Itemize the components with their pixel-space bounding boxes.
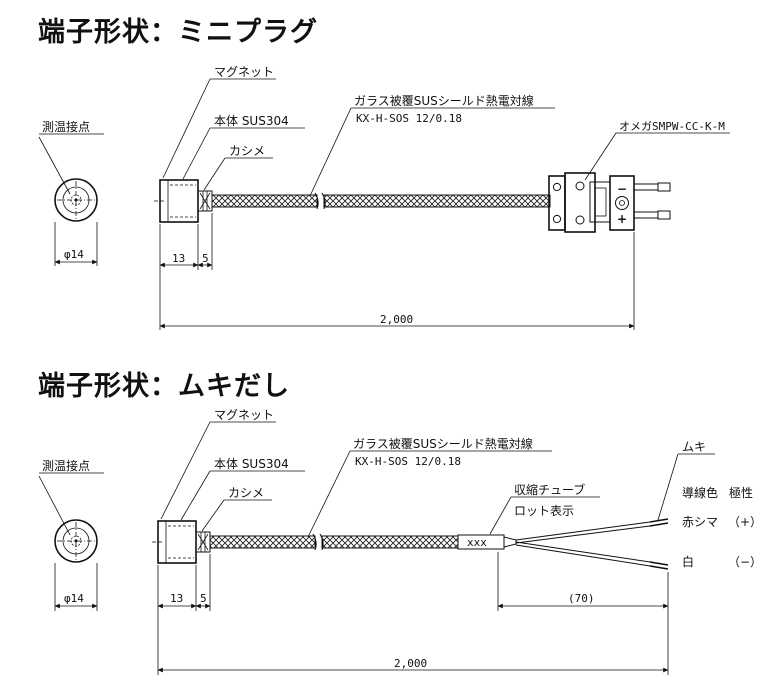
end-view-circle-2 <box>54 519 98 563</box>
cable-braid-1a <box>211 194 318 208</box>
connector-plus-sign: + <box>617 212 627 226</box>
dim-crimp-1: 5 <box>202 252 209 265</box>
label-lot: ロット表示 <box>514 504 574 518</box>
shrink-tube <box>457 534 505 550</box>
section1-drawing: 測温接点 φ14 <box>38 65 730 330</box>
section2-drawing: 測温接点 φ14 xxx <box>38 408 762 675</box>
label-magnet-2: マグネット <box>214 408 274 422</box>
leader-sensing-2 <box>38 475 71 536</box>
leader-body-1 <box>182 127 211 180</box>
label-body-1: 本体 SUS304 <box>214 114 289 128</box>
leader-tube <box>489 496 512 535</box>
leader-sensing-1 <box>38 136 71 195</box>
wire2-polarity: （−） <box>728 555 762 569</box>
label-sensing-point-1: 測温接点 <box>42 119 90 134</box>
leader-connector <box>584 132 617 181</box>
cable-braid-2a <box>209 535 316 549</box>
omega-connector: − + <box>548 172 671 233</box>
dim-diameter-2: φ14 <box>64 592 84 605</box>
section1-title: 端子形状：ミニプラグ <box>38 17 318 48</box>
end-view-circle-1 <box>54 178 98 222</box>
tube-lot-text: xxx <box>467 536 487 549</box>
leader-body-2 <box>180 470 211 521</box>
label-cable-spec-1: KX-H-SOS 12/0.18 <box>356 112 462 125</box>
dim-total-2: 2,000 <box>394 657 427 670</box>
dim-total-1: 2,000 <box>380 313 413 326</box>
connector-minus-sign: − <box>617 182 627 196</box>
label-cable-1: ガラス被覆SUSシールド熱電対線 <box>354 93 534 108</box>
leader-cable-2 <box>307 450 351 538</box>
label-cable-spec-2: KX-H-SOS 12/0.18 <box>355 455 461 468</box>
dim-crimp-2: 5 <box>200 592 207 605</box>
leader-crimp-1 <box>203 157 226 191</box>
stripped-wires <box>515 518 669 570</box>
label-crimp-2: カシメ <box>228 486 264 500</box>
label-wire-color: 導線色 <box>682 485 718 500</box>
leader-cable-1 <box>309 107 352 197</box>
dim-lead: (70) <box>568 592 595 605</box>
label-sensing-point-2: 測温接点 <box>42 458 90 473</box>
label-stripped: ムキ <box>682 440 706 454</box>
leader-magnet-1 <box>162 78 211 179</box>
dim-diameter-1: φ14 <box>64 248 84 261</box>
label-crimp-1: カシメ <box>229 144 265 158</box>
cable-braid-1b <box>323 194 551 208</box>
label-cable-2: ガラス被覆SUSシールド熱電対線 <box>353 436 533 451</box>
dim-body-1: 13 <box>172 252 185 265</box>
wire2-color: 白 <box>682 554 694 569</box>
leader-crimp-2 <box>201 499 225 532</box>
leader-magnet-2 <box>160 421 211 520</box>
probe-body-2 <box>152 520 211 564</box>
label-connector: オメガSMPW-CC-K-M <box>619 120 725 133</box>
label-tube: 収縮チューブ <box>514 482 585 497</box>
label-polarity: 極性 <box>729 485 753 500</box>
dim-body-2: 13 <box>170 592 183 605</box>
wire1-polarity: （+） <box>728 515 762 529</box>
label-magnet-1: マグネット <box>214 65 274 79</box>
label-body-2: 本体 SUS304 <box>214 457 289 471</box>
cable-braid-2b <box>321 535 459 549</box>
section2-title: 端子形状：ムキだし <box>38 371 290 402</box>
leader-stripped <box>657 453 679 521</box>
probe-body-1 <box>154 179 213 223</box>
wire1-color: 赤シマ <box>682 515 718 529</box>
